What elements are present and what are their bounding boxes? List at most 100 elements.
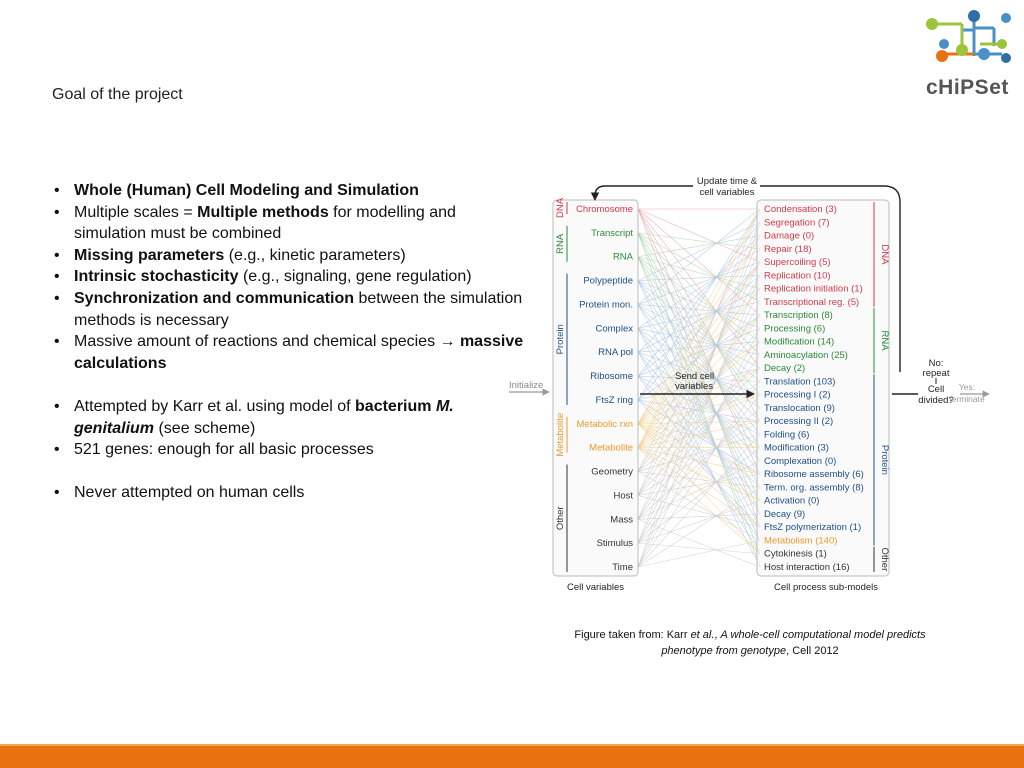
connection-line [637, 232, 761, 250]
yes-label: Yes: [959, 382, 975, 392]
cell-variable-label: Geometry [591, 467, 633, 478]
send-label: variables [675, 381, 713, 392]
connection-line [637, 208, 761, 316]
sub-model-label: Processing II (2) [764, 416, 833, 427]
connection-line [637, 248, 761, 329]
connection-line [637, 261, 761, 424]
bullet-list: • Whole (Human) Cell Modeling and Simulat… [52, 180, 532, 504]
connection-line [637, 460, 761, 520]
connection-line [637, 314, 761, 425]
connection-line [637, 275, 761, 568]
cell-variable-label: FtsZ ring [596, 395, 633, 406]
connection-line [637, 208, 761, 448]
sub-model-label: Complexation (0) [764, 456, 836, 467]
connection-line [637, 288, 761, 425]
connection-line [637, 235, 761, 544]
footer-bar-highlight [0, 744, 1024, 746]
bullet-text: 521 genes: enough for all basic processe… [74, 441, 374, 459]
sub-model-label: Metabolism (140) [764, 535, 837, 546]
group-label: RNA [879, 331, 890, 352]
cell-variable-label: Ribosome [590, 371, 633, 382]
cell-variable-label: Stimulus [597, 538, 634, 549]
sub-model-label: Processing (6) [764, 323, 825, 334]
caption-sep: , [714, 629, 721, 641]
bullet-dot-icon: • [54, 246, 60, 264]
connection-line [637, 420, 761, 448]
connection-line [637, 261, 761, 448]
connection-line [637, 447, 761, 475]
bullet-dot-icon: • [54, 441, 60, 459]
group-label: DNA [879, 244, 890, 265]
bullet-text: for modelling and simulation must be com… [74, 203, 456, 243]
right-caption: Cell process sub-models [774, 582, 878, 592]
bullet-item: •Multiple scales = Multiple methods for … [52, 202, 532, 245]
group-label: Protein [555, 324, 566, 354]
connection-line [637, 222, 761, 472]
sub-model-label: FtsZ polymerization (1) [764, 522, 861, 533]
decision-label: divided? [918, 395, 953, 406]
sub-model-label: Condensation (3) [764, 204, 837, 215]
connection-line [637, 232, 761, 303]
bullet-item: •Never attempted on human cells [52, 482, 532, 504]
send-label: Send cell [675, 371, 714, 382]
bullet-text: Multiple scales = [74, 203, 198, 221]
sub-model-label: Ribosome assembly (6) [764, 469, 864, 480]
sub-model-label: Decay (9) [764, 509, 805, 520]
cell-variable-label: Complex [596, 323, 634, 334]
bullet-dot-icon: • [54, 203, 60, 221]
connection-line [637, 381, 761, 568]
connection-line [637, 314, 761, 448]
sub-model-label: Processing I (2) [764, 390, 831, 401]
connection-line [637, 275, 761, 472]
bullet-item: • Attempted by Karr et al. using model of… [52, 396, 532, 439]
bullet-dot-icon: • [54, 397, 60, 415]
connection-line [637, 423, 761, 554]
connection-line [637, 423, 761, 501]
bullet-text: Intrinsic stochasticity [74, 268, 239, 286]
sub-model-label: Activation (0) [764, 496, 819, 507]
connection-line [637, 261, 761, 401]
update-label: cell variables [700, 187, 755, 198]
caption-prefix: Figure taken from: Karr [574, 629, 691, 641]
connection-line [637, 222, 761, 377]
bullet-text: bacterium [355, 397, 436, 415]
sub-model-label: Replication initiation (1) [764, 284, 863, 295]
group-label: DNA [555, 197, 566, 218]
bullet-dot-icon: • [54, 182, 60, 199]
caption-title: A whole-cell computational model predict… [661, 629, 926, 657]
bullet-dot-icon: • [54, 268, 60, 286]
connection-line [637, 274, 761, 281]
sub-model-label: Host interaction (16) [764, 562, 850, 573]
bullet-item: •Synchronization and communication betwe… [52, 288, 532, 331]
connection-line [637, 208, 761, 401]
sub-model-label: Cytokinesis (1) [764, 549, 827, 560]
update-loop-arrow [760, 185, 901, 372]
bullet-text: Attempted by Karr et al. using model of [74, 397, 356, 415]
left-caption: Cell variables [567, 582, 624, 592]
update-loop-arrow-head [590, 185, 693, 201]
sub-model-label: Repair (18) [764, 244, 812, 255]
bullet-text: (see scheme) [154, 419, 256, 437]
figure-caption: Figure taken from: Karr et al., A whole-… [560, 627, 940, 659]
cell-variable-label: Metabolic rxn [577, 419, 634, 430]
connection-line [637, 420, 761, 425]
connection-line [637, 434, 761, 568]
sub-model-label: Transcriptional reg. (5) [764, 297, 859, 308]
bullet-text: Never attempted on human cells [74, 484, 305, 502]
connection-line [637, 487, 761, 568]
connection-line [637, 275, 761, 377]
sub-model-label: Term. org. assembly (8) [764, 482, 864, 493]
bullet-text: Whole (Human) Cell Modeling and Simulati… [74, 182, 419, 199]
bullet-dot-icon: • [54, 333, 60, 351]
bullet-text: (e.g., signaling, gene regulation) [238, 268, 472, 286]
bullet-item: • Whole (Human) Cell Modeling and Simulat… [52, 180, 532, 202]
connection-line [637, 208, 761, 263]
connection-line [637, 288, 761, 353]
sub-model-label: Translocation (9) [764, 403, 835, 414]
cell-variable-label: Transcript [591, 228, 633, 239]
logo-text: cHiPSet [926, 76, 1009, 99]
sub-model-label: Translation (103) [764, 376, 835, 387]
decision-label: Cell [928, 384, 944, 395]
cell-variable-label: Metabolite [589, 443, 633, 454]
bullet-text: (e.g., kinetic parameters) [224, 246, 406, 264]
